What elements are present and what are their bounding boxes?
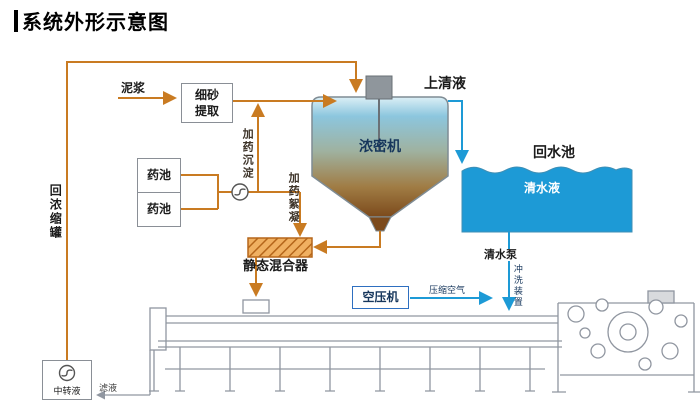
press-belt-lines	[149, 315, 562, 395]
static-mixer-box	[247, 237, 313, 258]
pipe-underflow	[313, 231, 381, 254]
chemical-pool-1-box: 药池	[137, 158, 181, 193]
title-bar	[14, 9, 18, 32]
slurry-pipes	[66, 61, 381, 360]
press-roller	[661, 342, 679, 360]
press-roller	[638, 357, 652, 371]
return-pool-water	[461, 166, 633, 233]
page-title: 系统外形示意图	[22, 12, 169, 34]
water-pipes	[410, 100, 516, 311]
clear-water-pump-label: 清水泵	[483, 249, 518, 262]
press-main-roller-hub	[619, 323, 637, 341]
filtrate-label: 滤液	[99, 383, 118, 393]
dose-flocculation-label: 加药絮凝	[287, 172, 300, 224]
flush-device-label: 冲洗装置	[512, 264, 523, 308]
static-mixer-label: 静态混合器	[243, 258, 309, 273]
return-concentrate-label: 回浓缩罐	[48, 184, 63, 240]
pipe-chem-connector	[181, 174, 300, 210]
thickener-motor	[365, 75, 393, 100]
press-right-frame	[552, 302, 700, 393]
chemical-pool-2-label: 药池	[146, 201, 171, 216]
compressed-air-label: 压缩空气	[429, 285, 466, 295]
press-roller	[590, 343, 606, 359]
sand-extraction-box: 细砂提取	[181, 83, 233, 123]
mud-label: 泥浆	[121, 81, 146, 95]
press-roller	[595, 298, 609, 312]
press-roller	[648, 299, 664, 315]
air-compressor-box: 空压机	[352, 286, 409, 309]
dose-sedimentation-label: 加药沉淀	[241, 128, 254, 180]
return-pool-label: 回水池	[533, 144, 575, 160]
page-title-row: 系统外形示意图	[14, 6, 169, 35]
thickener-spout	[368, 216, 392, 232]
press-left-frame	[149, 307, 167, 351]
pipe-return-line	[66, 61, 363, 360]
sand-extraction-label: 细砂提取	[194, 87, 219, 118]
press-roller	[674, 314, 688, 328]
chemical-pool-1-label: 药池	[146, 167, 171, 182]
clear-water-label: 清水液	[524, 181, 561, 195]
transfer-pump-s-curve	[61, 369, 73, 377]
thickener-label: 浓密机	[359, 138, 401, 154]
press-roller	[579, 327, 591, 339]
supernatant-label: 上清液	[424, 75, 466, 91]
pump-symbols	[58, 183, 249, 382]
press-legs	[153, 347, 531, 391]
belt-filter-press	[96, 290, 700, 400]
dosing-pump-s-curve	[234, 188, 246, 196]
air-compressor-label: 空压机	[362, 289, 399, 304]
press-feed-box	[242, 299, 270, 314]
pipe-overflow	[448, 100, 469, 164]
transfer-liquid-label: 中转液	[53, 386, 81, 397]
press-roller	[567, 305, 585, 323]
chemical-pool-2-box: 药池	[137, 192, 181, 227]
